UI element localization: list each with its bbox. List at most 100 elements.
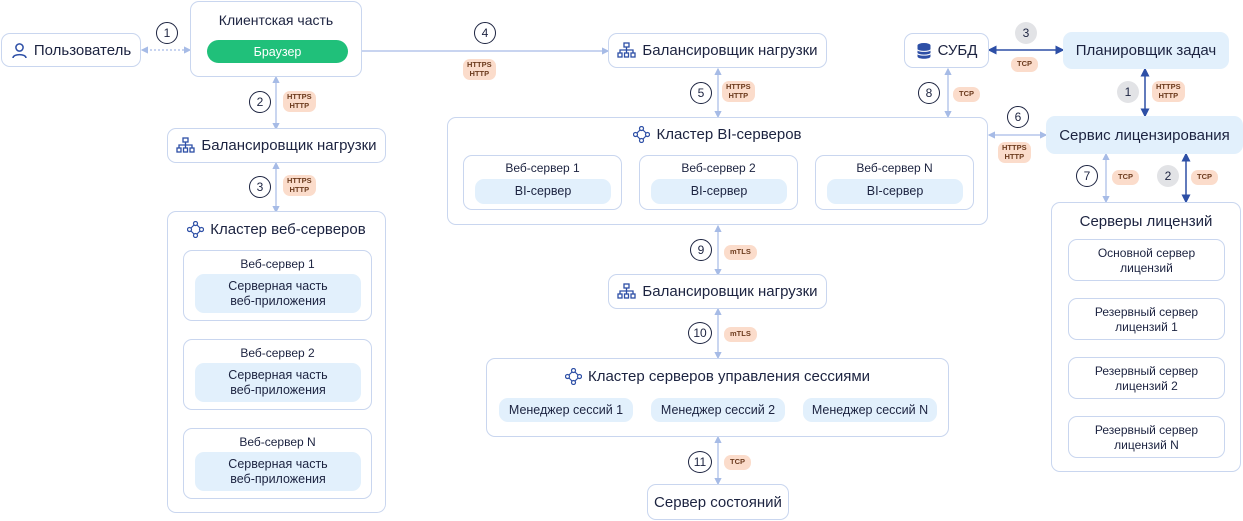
bi-cluster-title: Кластер BI-серверов bbox=[656, 126, 802, 143]
protocol-https: HTTPS bbox=[287, 176, 312, 185]
license-server-node[interactable]: Резервный сервер лицензий N bbox=[1068, 416, 1225, 458]
licensing-service-label: Сервис лицензирования bbox=[1059, 126, 1230, 144]
session-server-cluster: Кластер серверов управления сессиями Мен… bbox=[486, 358, 949, 437]
bi-load-balancer-label: Балансировщик нагрузки bbox=[642, 42, 818, 59]
web-server-name: Веб-сервер N bbox=[239, 435, 316, 449]
task-scheduler-label: Планировщик задач bbox=[1075, 42, 1217, 59]
step-number-licensing: 2 bbox=[1157, 165, 1179, 187]
web-cluster-title: Кластер веб-серверов bbox=[210, 221, 366, 238]
session-manager-pill[interactable]: Менеджер сессий N bbox=[803, 398, 937, 422]
cluster-icon bbox=[633, 126, 651, 143]
bi-server-node[interactable]: Веб-сервер 1 BI-сервер bbox=[463, 155, 622, 210]
protocol-tag-tcp: TCP bbox=[724, 455, 751, 470]
step-number: 6 bbox=[1007, 106, 1029, 128]
step-number-licensing: 3 bbox=[1015, 22, 1037, 44]
web-server-node[interactable]: Веб-сервер N Серверная часть веб-приложе… bbox=[183, 428, 372, 499]
license-server-label: Резервный сервер лицензий 1 bbox=[1094, 305, 1199, 334]
step-number: 10 bbox=[688, 322, 712, 344]
web-server-node[interactable]: Веб-сервер 1 Серверная часть веб-приложе… bbox=[183, 250, 372, 321]
bi-server-name: Веб-сервер N bbox=[856, 161, 933, 175]
cluster-icon bbox=[564, 368, 582, 385]
protocol-https: HTTPS bbox=[726, 82, 751, 91]
bi-server-pill: BI-сервер bbox=[827, 179, 963, 204]
web-app-pill: Серверная часть веб-приложения bbox=[195, 363, 361, 402]
bi-server-pill: BI-сервер bbox=[475, 179, 611, 204]
dbms-node[interactable]: СУБД bbox=[904, 33, 989, 68]
user-node[interactable]: Пользователь bbox=[1, 33, 141, 67]
web-app-pill: Серверная часть веб-приложения bbox=[195, 274, 361, 313]
task-scheduler[interactable]: Планировщик задач bbox=[1063, 32, 1229, 69]
license-server-label: Резервный сервер лицензий 2 bbox=[1094, 364, 1199, 393]
protocol-tag-tcp: TCP bbox=[1191, 170, 1218, 185]
web-server-name: Веб-сервер 2 bbox=[240, 346, 315, 360]
state-server[interactable]: Сервер состояний bbox=[647, 484, 789, 520]
protocol-tag-tcp: TCP bbox=[1011, 57, 1038, 72]
licensing-service[interactable]: Сервис лицензирования bbox=[1046, 116, 1243, 154]
network-icon bbox=[176, 137, 196, 153]
license-server-label: Основной сервер лицензий bbox=[1097, 246, 1196, 275]
protocol-tag-mtls: mTLS bbox=[724, 327, 757, 342]
session-load-balancer-label: Балансировщик нагрузки bbox=[642, 283, 818, 300]
network-icon bbox=[617, 283, 637, 299]
web-server-node[interactable]: Веб-сервер 2 Серверная часть веб-приложе… bbox=[183, 339, 372, 410]
step-number-licensing: 1 bbox=[1117, 81, 1139, 103]
client-side-box: Клиентская часть Браузер bbox=[190, 1, 362, 77]
license-servers-title: Серверы лицензий bbox=[1079, 213, 1213, 230]
step-number: 4 bbox=[474, 22, 496, 44]
step-number: 11 bbox=[688, 451, 712, 473]
user-label: Пользователь bbox=[33, 41, 132, 59]
protocol-tag-mtls: mTLS bbox=[724, 245, 757, 260]
license-server-node[interactable]: Резервный сервер лицензий 1 bbox=[1068, 298, 1225, 340]
protocol-http: HTTP bbox=[469, 68, 490, 78]
network-icon bbox=[617, 42, 637, 58]
protocol-http: HTTP bbox=[1158, 90, 1179, 100]
session-load-balancer[interactable]: Балансировщик нагрузки bbox=[608, 274, 827, 309]
protocol-http: HTTP bbox=[728, 90, 749, 100]
step-number: 5 bbox=[690, 82, 712, 104]
bi-server-name: Веб-сервер 2 bbox=[681, 161, 756, 175]
cluster-icon bbox=[187, 221, 205, 238]
database-icon bbox=[916, 42, 931, 59]
bi-server-node[interactable]: Веб-сервер N BI-сервер bbox=[815, 155, 974, 210]
step-number: 8 bbox=[918, 82, 940, 104]
web-server-name: Веб-сервер 1 bbox=[240, 257, 315, 271]
web-load-balancer[interactable]: Балансировщик нагрузки bbox=[167, 128, 386, 163]
step-number: 3 bbox=[249, 176, 271, 198]
license-servers-group: Серверы лицензий Основной сервер лицензи… bbox=[1051, 202, 1241, 472]
dbms-label: СУБД bbox=[937, 42, 978, 59]
license-server-node[interactable]: Основной сервер лицензий bbox=[1068, 239, 1225, 281]
protocol-https: HTTPS bbox=[1002, 143, 1027, 152]
user-icon bbox=[12, 42, 27, 58]
protocol-tag-tcp: TCP bbox=[1112, 170, 1139, 185]
protocol-https: HTTPS bbox=[1156, 82, 1181, 91]
bi-server-pill: BI-сервер bbox=[651, 179, 787, 204]
client-side-title: Клиентская часть bbox=[218, 12, 334, 28]
bi-load-balancer[interactable]: Балансировщик нагрузки bbox=[608, 33, 827, 68]
protocol-http: HTTP bbox=[1004, 151, 1025, 161]
session-manager-pill[interactable]: Менеджер сессий 2 bbox=[651, 398, 785, 422]
protocol-https: HTTPS bbox=[467, 60, 492, 69]
session-cluster-title: Кластер серверов управления сессиями bbox=[587, 368, 871, 385]
browser-button[interactable]: Браузер bbox=[207, 40, 348, 63]
bi-server-name: Веб-сервер 1 bbox=[505, 161, 580, 175]
session-manager-pill[interactable]: Менеджер сессий 1 bbox=[499, 398, 633, 422]
protocol-http: HTTP bbox=[289, 184, 310, 194]
bi-server-node[interactable]: Веб-сервер 2 BI-сервер bbox=[639, 155, 798, 210]
protocol-tag-tcp: TCP bbox=[953, 87, 980, 102]
step-number: 1 bbox=[156, 22, 178, 44]
state-server-label: Сервер состояний bbox=[654, 493, 782, 511]
web-app-pill: Серверная часть веб-приложения bbox=[195, 452, 361, 491]
step-number: 7 bbox=[1076, 165, 1098, 187]
license-server-node[interactable]: Резервный сервер лицензий 2 bbox=[1068, 357, 1225, 399]
license-server-label: Резервный сервер лицензий N bbox=[1094, 423, 1199, 452]
step-number: 9 bbox=[690, 239, 712, 261]
protocol-https: HTTPS bbox=[287, 92, 312, 101]
web-server-cluster: Кластер веб-серверов Веб-сервер 1 Сервер… bbox=[167, 211, 386, 513]
